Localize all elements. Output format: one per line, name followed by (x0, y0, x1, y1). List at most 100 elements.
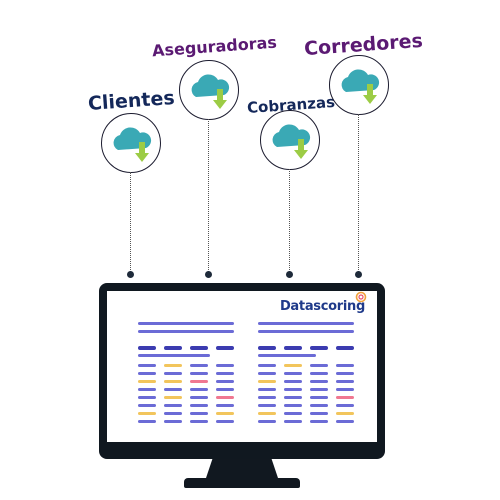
screen-bar (138, 354, 210, 357)
screen-bar (258, 330, 354, 333)
label-aseguradoras: Aseguradoras (151, 32, 278, 61)
label-clientes: Clientes (87, 87, 176, 115)
screen-bar (164, 346, 182, 350)
screen-bar (310, 346, 328, 350)
connector-cobranzas (289, 169, 290, 272)
screen-bar (336, 396, 354, 399)
screen-bar (138, 380, 156, 383)
swirl-icon (355, 291, 367, 303)
brand-name: Datascoring (279, 299, 365, 314)
screen-bar (216, 346, 234, 350)
screen-bar (284, 396, 302, 399)
cloud-node-corredores (329, 55, 389, 115)
screen-bar (138, 396, 156, 399)
screen-bar (258, 380, 276, 383)
screen-bar (336, 380, 354, 383)
screen-bar (190, 388, 208, 391)
screen-bar (216, 388, 234, 391)
connector-dot-cobranzas (286, 271, 293, 278)
screen-bar (138, 346, 156, 350)
screen-bar (190, 380, 208, 383)
screen-bar (138, 372, 156, 375)
screen-bar (216, 404, 234, 407)
screen-bar (190, 404, 208, 407)
screen-bar (310, 404, 328, 407)
screen-bar (284, 388, 302, 391)
screen-bar (164, 380, 182, 383)
screen-bar (164, 396, 182, 399)
screen-bar (190, 420, 208, 423)
screen-bar (138, 404, 156, 407)
screen-bar (190, 372, 208, 375)
screen-bar (284, 364, 302, 367)
screen-bar (310, 380, 328, 383)
cloud-download-icon (341, 69, 380, 104)
screen-bar (216, 412, 234, 415)
screen-bar (258, 396, 276, 399)
brand-logo: Datascoring (279, 291, 367, 314)
screen-bar (284, 420, 302, 423)
connector-dot-aseguradoras (205, 271, 212, 278)
screen-bar (138, 364, 156, 367)
screen-bar (310, 364, 328, 367)
cloud-node-aseguradoras (179, 60, 239, 120)
screen-bar (284, 346, 302, 350)
connector-clientes (130, 172, 131, 272)
cloud-download-icon (113, 127, 152, 162)
screen-bar (190, 364, 208, 367)
screen-bar (310, 396, 328, 399)
screen-bar (138, 330, 234, 333)
screen-bar (164, 412, 182, 415)
screen-bar (336, 404, 354, 407)
screen-bar (310, 412, 328, 415)
cloud-download-icon (191, 74, 230, 109)
screen-bar (138, 412, 156, 415)
screen-bar (284, 412, 302, 415)
screen-bar (310, 372, 328, 375)
connector-aseguradoras (208, 119, 209, 272)
screen-bar (310, 420, 328, 423)
screen-bar (258, 354, 316, 357)
screen-bar (336, 372, 354, 375)
screen-bar (258, 404, 276, 407)
screen-bar (216, 396, 234, 399)
screen-bar (164, 364, 182, 367)
screen-bar (284, 380, 302, 383)
screen-bar (258, 420, 276, 423)
screen-bar (336, 388, 354, 391)
screen-bar (216, 372, 234, 375)
screen-bar (216, 420, 234, 423)
cloud-node-cobranzas (260, 110, 320, 170)
screen-bar (258, 346, 276, 350)
cloud-node-clientes (101, 113, 161, 173)
screen-bar (336, 420, 354, 423)
screen-bar (138, 420, 156, 423)
screen-bar (258, 372, 276, 375)
screen-bar (336, 364, 354, 367)
connector-dot-clientes (127, 271, 134, 278)
screen-bar (258, 322, 354, 325)
screen-bar (258, 388, 276, 391)
screen-bar (258, 364, 276, 367)
screen-bar (258, 412, 276, 415)
screen-bar (138, 322, 234, 325)
screen-bar (216, 364, 234, 367)
screen-bar (284, 404, 302, 407)
screen-bar (190, 396, 208, 399)
screen-bar (138, 388, 156, 391)
monitor-stand-neck (205, 459, 279, 481)
screen-bar (310, 388, 328, 391)
cloud-download-icon (272, 124, 311, 159)
screen-bar (164, 404, 182, 407)
connector-corredores (358, 114, 359, 272)
screen-bar (336, 412, 354, 415)
connector-dot-corredores (355, 271, 362, 278)
monitor-stand-base (184, 478, 300, 488)
screen-bar (164, 420, 182, 423)
screen-bar (190, 412, 208, 415)
screen-bar (284, 372, 302, 375)
screen-bar (190, 346, 208, 350)
screen-bar (336, 346, 354, 350)
screen-bar (164, 372, 182, 375)
screen-bar (216, 380, 234, 383)
